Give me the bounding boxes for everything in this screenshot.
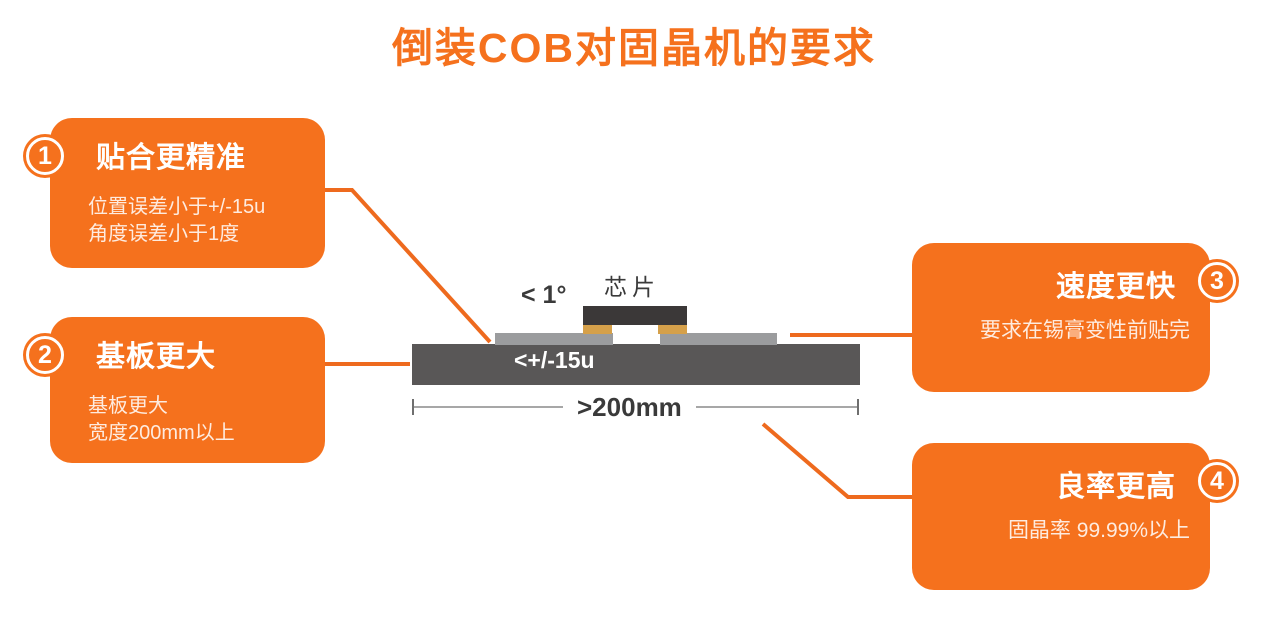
callout-body-line: 宽度200mm以上 [88, 422, 235, 444]
page-title: 倒装COB对固晶机的要求 [391, 25, 877, 71]
angle-tolerance-label: < 1° [521, 281, 567, 309]
callout-body-line: 位置误差小于+/-15u [88, 196, 266, 218]
step-number-2: 2 [38, 340, 52, 369]
pad-right-rect [660, 333, 777, 345]
chip-label: 芯片 [604, 275, 660, 300]
substrate-width-label: >200mm [563, 392, 696, 423]
solder-bump-left [583, 324, 612, 334]
solder-bump-right [658, 324, 687, 334]
step-number-1: 1 [38, 141, 52, 170]
substrate-rect [412, 344, 860, 385]
callout-body-line: 固晶率 99.99%以上 [1007, 519, 1190, 542]
callout-title-precision: 贴合更精准 [96, 142, 247, 174]
step-number-badge-3: 3 [1198, 262, 1236, 300]
step-number-badge-1: 1 [26, 137, 64, 175]
callout-body-precision: 位置误差小于+/-15u 角度误差小于1度 [88, 194, 265, 248]
step-number-badge-4: 4 [1198, 462, 1236, 500]
callout-body-yield: 固晶率 99.99%以上 [1008, 517, 1190, 544]
chip-rect [583, 306, 687, 325]
step-number-3: 3 [1210, 266, 1224, 295]
offset-tolerance-label: <+/-15u [514, 347, 595, 373]
step-number-badge-2: 2 [26, 336, 64, 374]
callout-box-speed: 3 速度更快 要求在锡膏变性前贴完 [912, 243, 1236, 392]
pad-left-rect [495, 333, 613, 345]
step-number-4: 4 [1210, 466, 1224, 495]
connector-line-4 [761, 422, 912, 499]
callout-title-yield: 良率更高 [1055, 471, 1176, 503]
callout-title-substrate: 基板更大 [96, 341, 217, 373]
callout-body-speed: 要求在锡膏变性前贴完 [980, 317, 1190, 344]
callout-body-line: 要求在锡膏变性前贴完 [980, 319, 1190, 342]
callout-body-line: 基板更大 [88, 395, 168, 417]
callout-box-yield: 4 良率更高 固晶率 99.99%以上 [912, 443, 1236, 590]
connector-line-1 [325, 188, 492, 344]
callout-box-precision: 1 贴合更精准 位置误差小于+/-15u 角度误差小于1度 [26, 118, 325, 268]
callout-body-line: 角度误差小于1度 [88, 223, 240, 245]
callout-body-substrate: 基板更大 宽度200mm以上 [88, 393, 235, 447]
callout-box-substrate: 2 基板更大 基板更大 宽度200mm以上 [26, 317, 325, 463]
callout-title-speed: 速度更快 [1055, 271, 1176, 303]
